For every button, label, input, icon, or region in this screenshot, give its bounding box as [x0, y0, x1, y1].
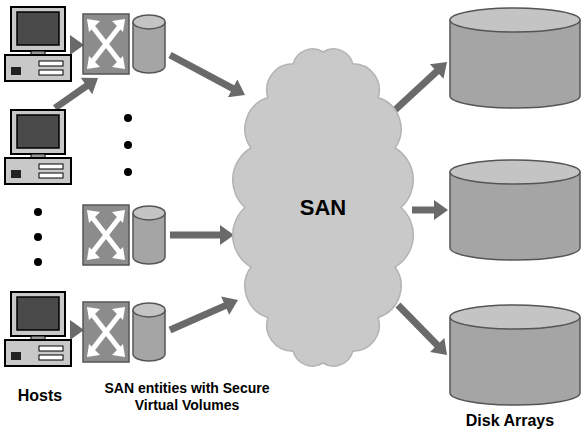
switch-icon: [83, 205, 129, 265]
group-label: Hosts: [0, 386, 80, 405]
arrow-shaft: [398, 305, 439, 346]
arrow-shaft: [170, 232, 222, 239]
switch-icon: [83, 14, 129, 74]
arrow-shaft: [170, 55, 234, 89]
host-computer: [5, 110, 71, 184]
group-label: SAN entities with Secure Virtual Volumes: [92, 380, 282, 414]
arrow-shaft: [412, 207, 436, 214]
arrow-shaft: [170, 305, 227, 330]
disk-array: [450, 160, 580, 260]
arrow-head: [228, 80, 245, 98]
virtual-volume: [133, 303, 165, 361]
cloud-outline: [233, 49, 414, 366]
san-cloud: SAN: [228, 35, 418, 380]
arrow-head: [434, 200, 448, 220]
disk-array: [450, 8, 580, 108]
arrow-head: [430, 62, 447, 79]
disk-array: [450, 305, 580, 405]
arrow-head: [220, 225, 234, 245]
arrow-head: [70, 35, 84, 55]
cloud-label: SAN: [300, 195, 346, 221]
host-computer: [5, 7, 71, 81]
virtual-volume: [133, 206, 165, 264]
virtual-volume: [133, 15, 165, 73]
arrow-head: [221, 297, 238, 315]
host-computer: [5, 292, 71, 366]
group-label: Disk Arrays: [440, 411, 580, 430]
arrow-shaft: [395, 70, 438, 110]
ellipsis-dots: [34, 114, 132, 266]
arrow-head: [430, 338, 447, 355]
arrow-head: [70, 320, 84, 340]
arrow-head: [81, 78, 98, 94]
arrow-shaft: [55, 85, 88, 108]
switch-icon: [83, 302, 129, 362]
